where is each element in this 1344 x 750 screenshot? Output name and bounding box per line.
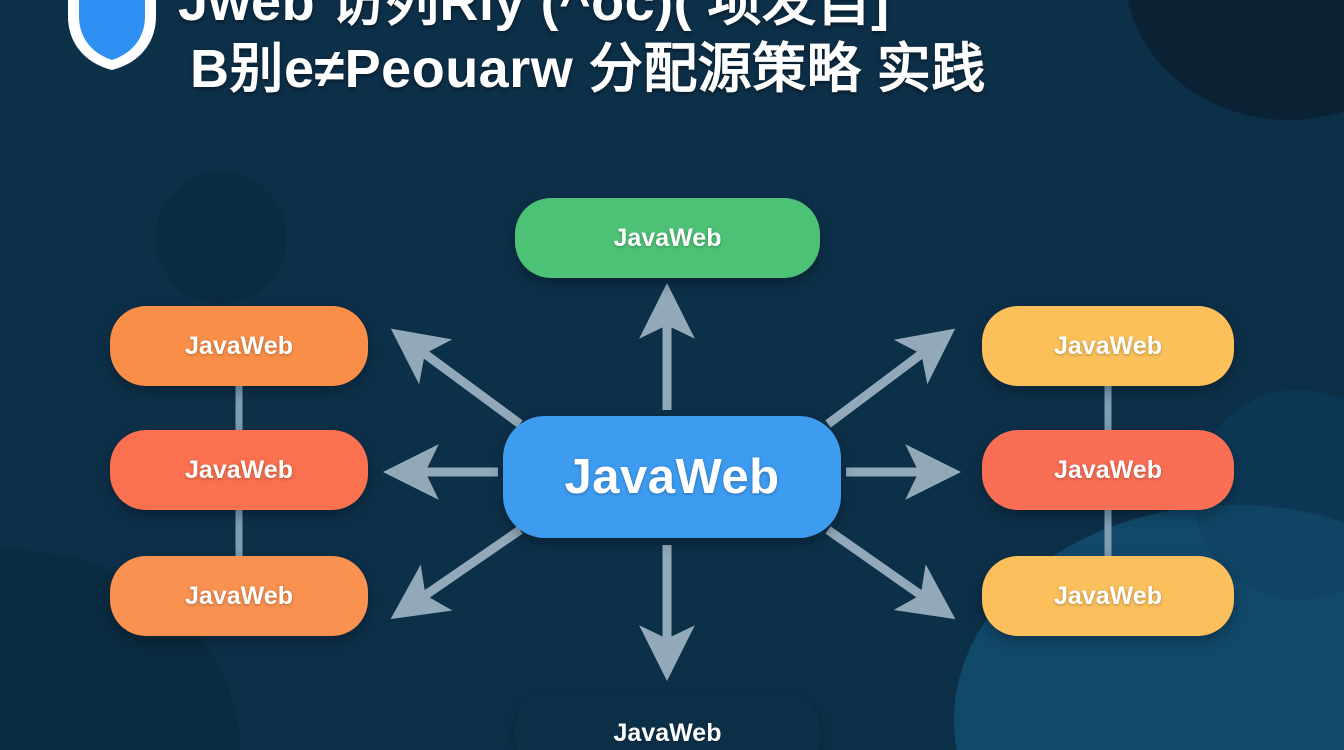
node-center-label: JavaWeb: [564, 450, 780, 504]
node-right-bottom[interactable]: JavaWeb: [982, 556, 1234, 636]
node-bottom[interactable]: JavaWeb: [515, 693, 820, 750]
shield-logo-icon: [58, 0, 166, 72]
arrow-center-to-left-top: [390, 328, 523, 428]
title-line-1: Jweb 访列Rly (^oc)( 项发自]: [178, 0, 890, 32]
node-label: JavaWeb: [185, 581, 293, 610]
node-center[interactable]: JavaWeb: [503, 416, 841, 538]
title-line-2: B别e≠Peouarw 分配源策略 实践: [190, 39, 986, 99]
node-left-top[interactable]: JavaWeb: [110, 306, 368, 386]
node-right-middle[interactable]: JavaWeb: [982, 430, 1234, 510]
node-left-middle[interactable]: JavaWeb: [110, 430, 368, 510]
node-label: JavaWeb: [185, 455, 293, 484]
node-label: JavaWeb: [613, 718, 722, 747]
arrow-center-to-left-bottom: [390, 526, 523, 620]
poster-header: Jweb 访列Rly (^oc)( 项发自] B别e≠Peouarw 分配源策略…: [0, 0, 1344, 132]
arrow-center-to-right-top: [825, 328, 956, 428]
node-left-bottom[interactable]: JavaWeb: [110, 556, 368, 636]
node-label: JavaWeb: [185, 331, 293, 360]
node-label: JavaWeb: [1054, 331, 1162, 360]
node-label: JavaWeb: [613, 223, 722, 252]
node-label: JavaWeb: [1054, 455, 1162, 484]
poster-title: Jweb 访列Rly (^oc)( 项发自] B别e≠Peouarw 分配源策略…: [178, 0, 1188, 102]
node-top[interactable]: JavaWeb: [515, 198, 820, 278]
decorative-circle-left: [155, 172, 287, 304]
arrow-center-to-right-bottom: [825, 526, 956, 620]
node-right-top[interactable]: JavaWeb: [982, 306, 1234, 386]
node-label: JavaWeb: [1054, 581, 1162, 610]
